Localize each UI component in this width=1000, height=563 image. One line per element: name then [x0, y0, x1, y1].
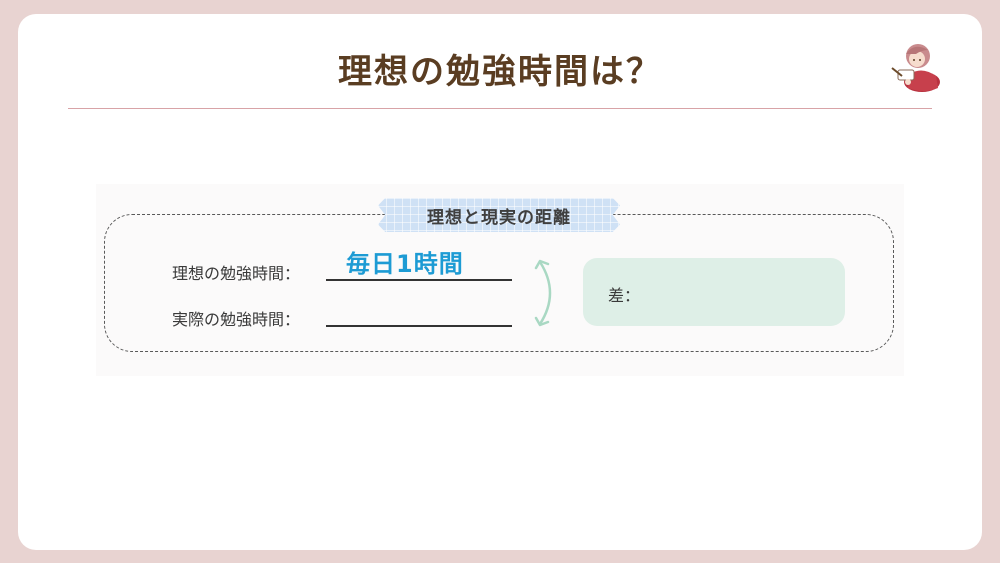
ideal-time-answer: 毎日1時間 — [346, 250, 464, 278]
actual-time-label: 実際の勉強時間： — [172, 310, 301, 329]
double-headed-curved-arrow-icon — [534, 259, 552, 327]
girl-studying-illustration — [891, 44, 940, 92]
title-divider — [68, 108, 932, 109]
page-title: 理想の勉強時間は？ — [338, 52, 662, 92]
ideal-time-label: 理想の勉強時間： — [172, 264, 301, 283]
worksheet-heading: 理想と現実の距離 — [427, 207, 571, 228]
difference-label: 差： — [608, 286, 641, 305]
actual-time-answer-line — [326, 325, 512, 327]
worksheet-heading-tape: 理想と現実の距離 — [378, 198, 620, 232]
ideal-time-answer-line — [326, 279, 512, 281]
difference-box — [583, 258, 845, 326]
